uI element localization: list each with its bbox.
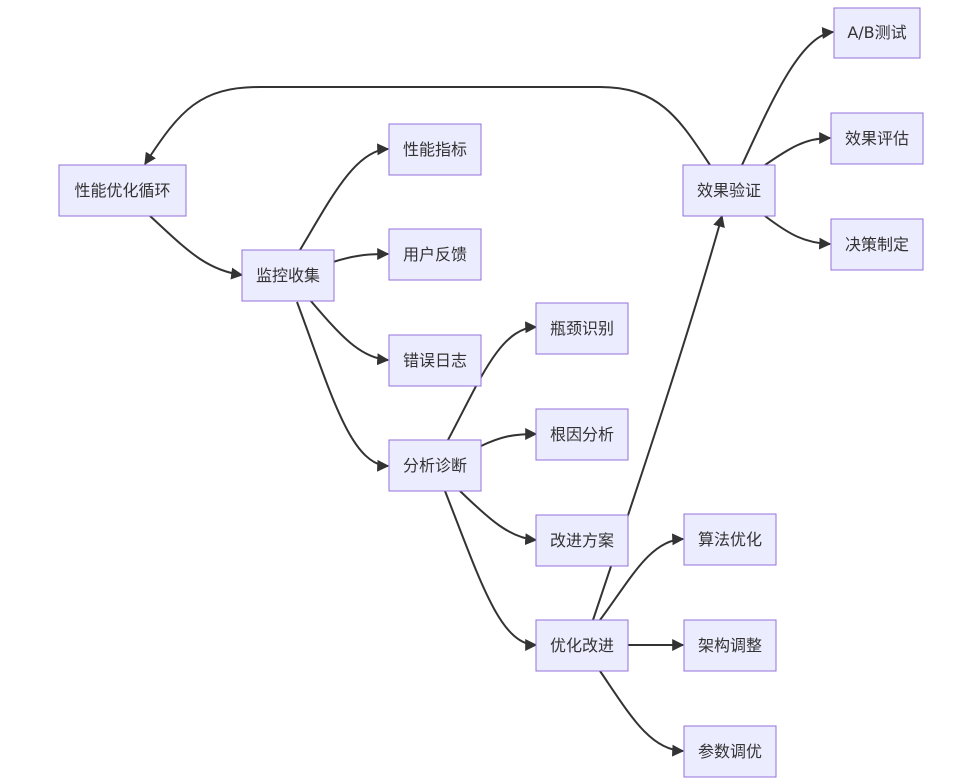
- node-label: 根因分析: [550, 425, 614, 444]
- node-label: 用户反馈: [403, 245, 467, 264]
- node-label: 参数调优: [698, 742, 762, 761]
- edge-optimize-algo: [599, 533, 685, 621]
- node-arch[interactable]: 架构调整: [683, 619, 777, 672]
- edges: [144, 27, 835, 757]
- node-label: 监控收集: [256, 266, 320, 285]
- edge-verify-ab-test: [741, 27, 835, 166]
- node-cycle[interactable]: 性能优化循环: [58, 164, 187, 217]
- node-evaluate[interactable]: 效果评估: [830, 112, 924, 165]
- node-label: 架构调整: [698, 636, 762, 655]
- edge-analyze-bottleneck: [447, 321, 538, 441]
- node-label: 决策制定: [845, 235, 909, 254]
- node-ab-test[interactable]: A/B测试: [833, 7, 921, 59]
- node-error-log[interactable]: 错误日志: [388, 334, 482, 387]
- node-label: 错误日志: [403, 351, 467, 370]
- edge-analyze-root-cause: [480, 428, 538, 447]
- node-label: 分析诊断: [403, 456, 467, 475]
- node-decide[interactable]: 决策制定: [830, 218, 924, 271]
- edge-optimize-params: [599, 670, 685, 757]
- node-label: 效果评估: [845, 129, 909, 148]
- node-label: 性能优化循环: [74, 181, 170, 200]
- node-label: 算法优化: [698, 530, 762, 549]
- edge-verify-decide: [764, 215, 832, 250]
- node-root-cause[interactable]: 根因分析: [535, 408, 629, 461]
- node-params[interactable]: 参数调优: [683, 725, 777, 778]
- node-bottleneck[interactable]: 瓶颈识别: [535, 302, 629, 355]
- node-analyze[interactable]: 分析诊断: [388, 439, 482, 492]
- node-label: 优化改进: [550, 636, 614, 655]
- edge-monitor-feedback: [332, 248, 390, 263]
- node-label: 性能指标: [403, 140, 467, 159]
- node-optimize[interactable]: 优化改进: [535, 619, 629, 672]
- node-label: A/B测试: [847, 23, 906, 42]
- node-algo[interactable]: 算法优化: [683, 513, 777, 566]
- edge-monitor-perf-metrics: [299, 143, 390, 251]
- node-verify[interactable]: 效果验证: [682, 164, 776, 217]
- edge-analyze-optimize: [444, 490, 538, 651]
- node-label: 瓶颈识别: [550, 319, 614, 338]
- edge-verify-cycle: [144, 86, 711, 166]
- node-monitor[interactable]: 监控收集: [241, 249, 335, 302]
- node-label: 效果验证: [697, 181, 761, 200]
- node-plan[interactable]: 改进方案: [535, 514, 629, 567]
- edge-cycle-monitor: [149, 215, 244, 280]
- node-label: 改进方案: [550, 531, 614, 550]
- node-feedback[interactable]: 用户反馈: [388, 228, 482, 281]
- edge-analyze-plan: [459, 490, 538, 546]
- edge-monitor-analyze: [296, 301, 390, 472]
- edge-monitor-error-log: [309, 299, 390, 366]
- node-perf-metrics[interactable]: 性能指标: [388, 123, 482, 176]
- edge-verify-evaluate: [764, 132, 832, 166]
